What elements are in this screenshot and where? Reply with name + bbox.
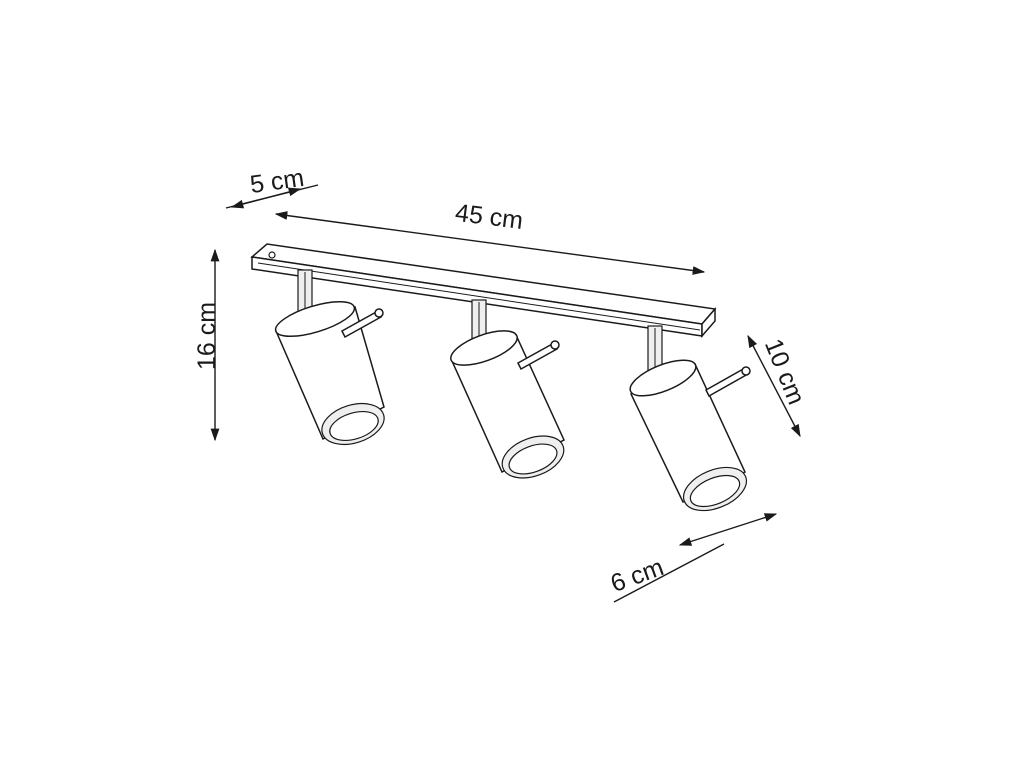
dimension-spot-diameter: 6 cm [607,513,778,603]
dimension-depth-label: 5 cm [248,164,306,199]
dimension-depth: 5 cm [225,164,319,209]
mounting-screw-icon [268,251,276,259]
dimension-spot-height: 10 cm [747,334,810,438]
dimension-spot-diameter-label: 6 cm [607,553,667,598]
dimension-length-label: 45 cm [454,199,525,235]
dimension-height-label: 16 cm [193,302,221,370]
dimension-height: 16 cm [193,248,221,442]
adjustment-knob [517,340,560,371]
spot-light-3 [629,325,751,512]
spot-light-1 [274,269,385,446]
adjustment-knob [341,308,384,339]
spot-light-2 [450,299,565,479]
adjustment-knob [705,366,751,398]
